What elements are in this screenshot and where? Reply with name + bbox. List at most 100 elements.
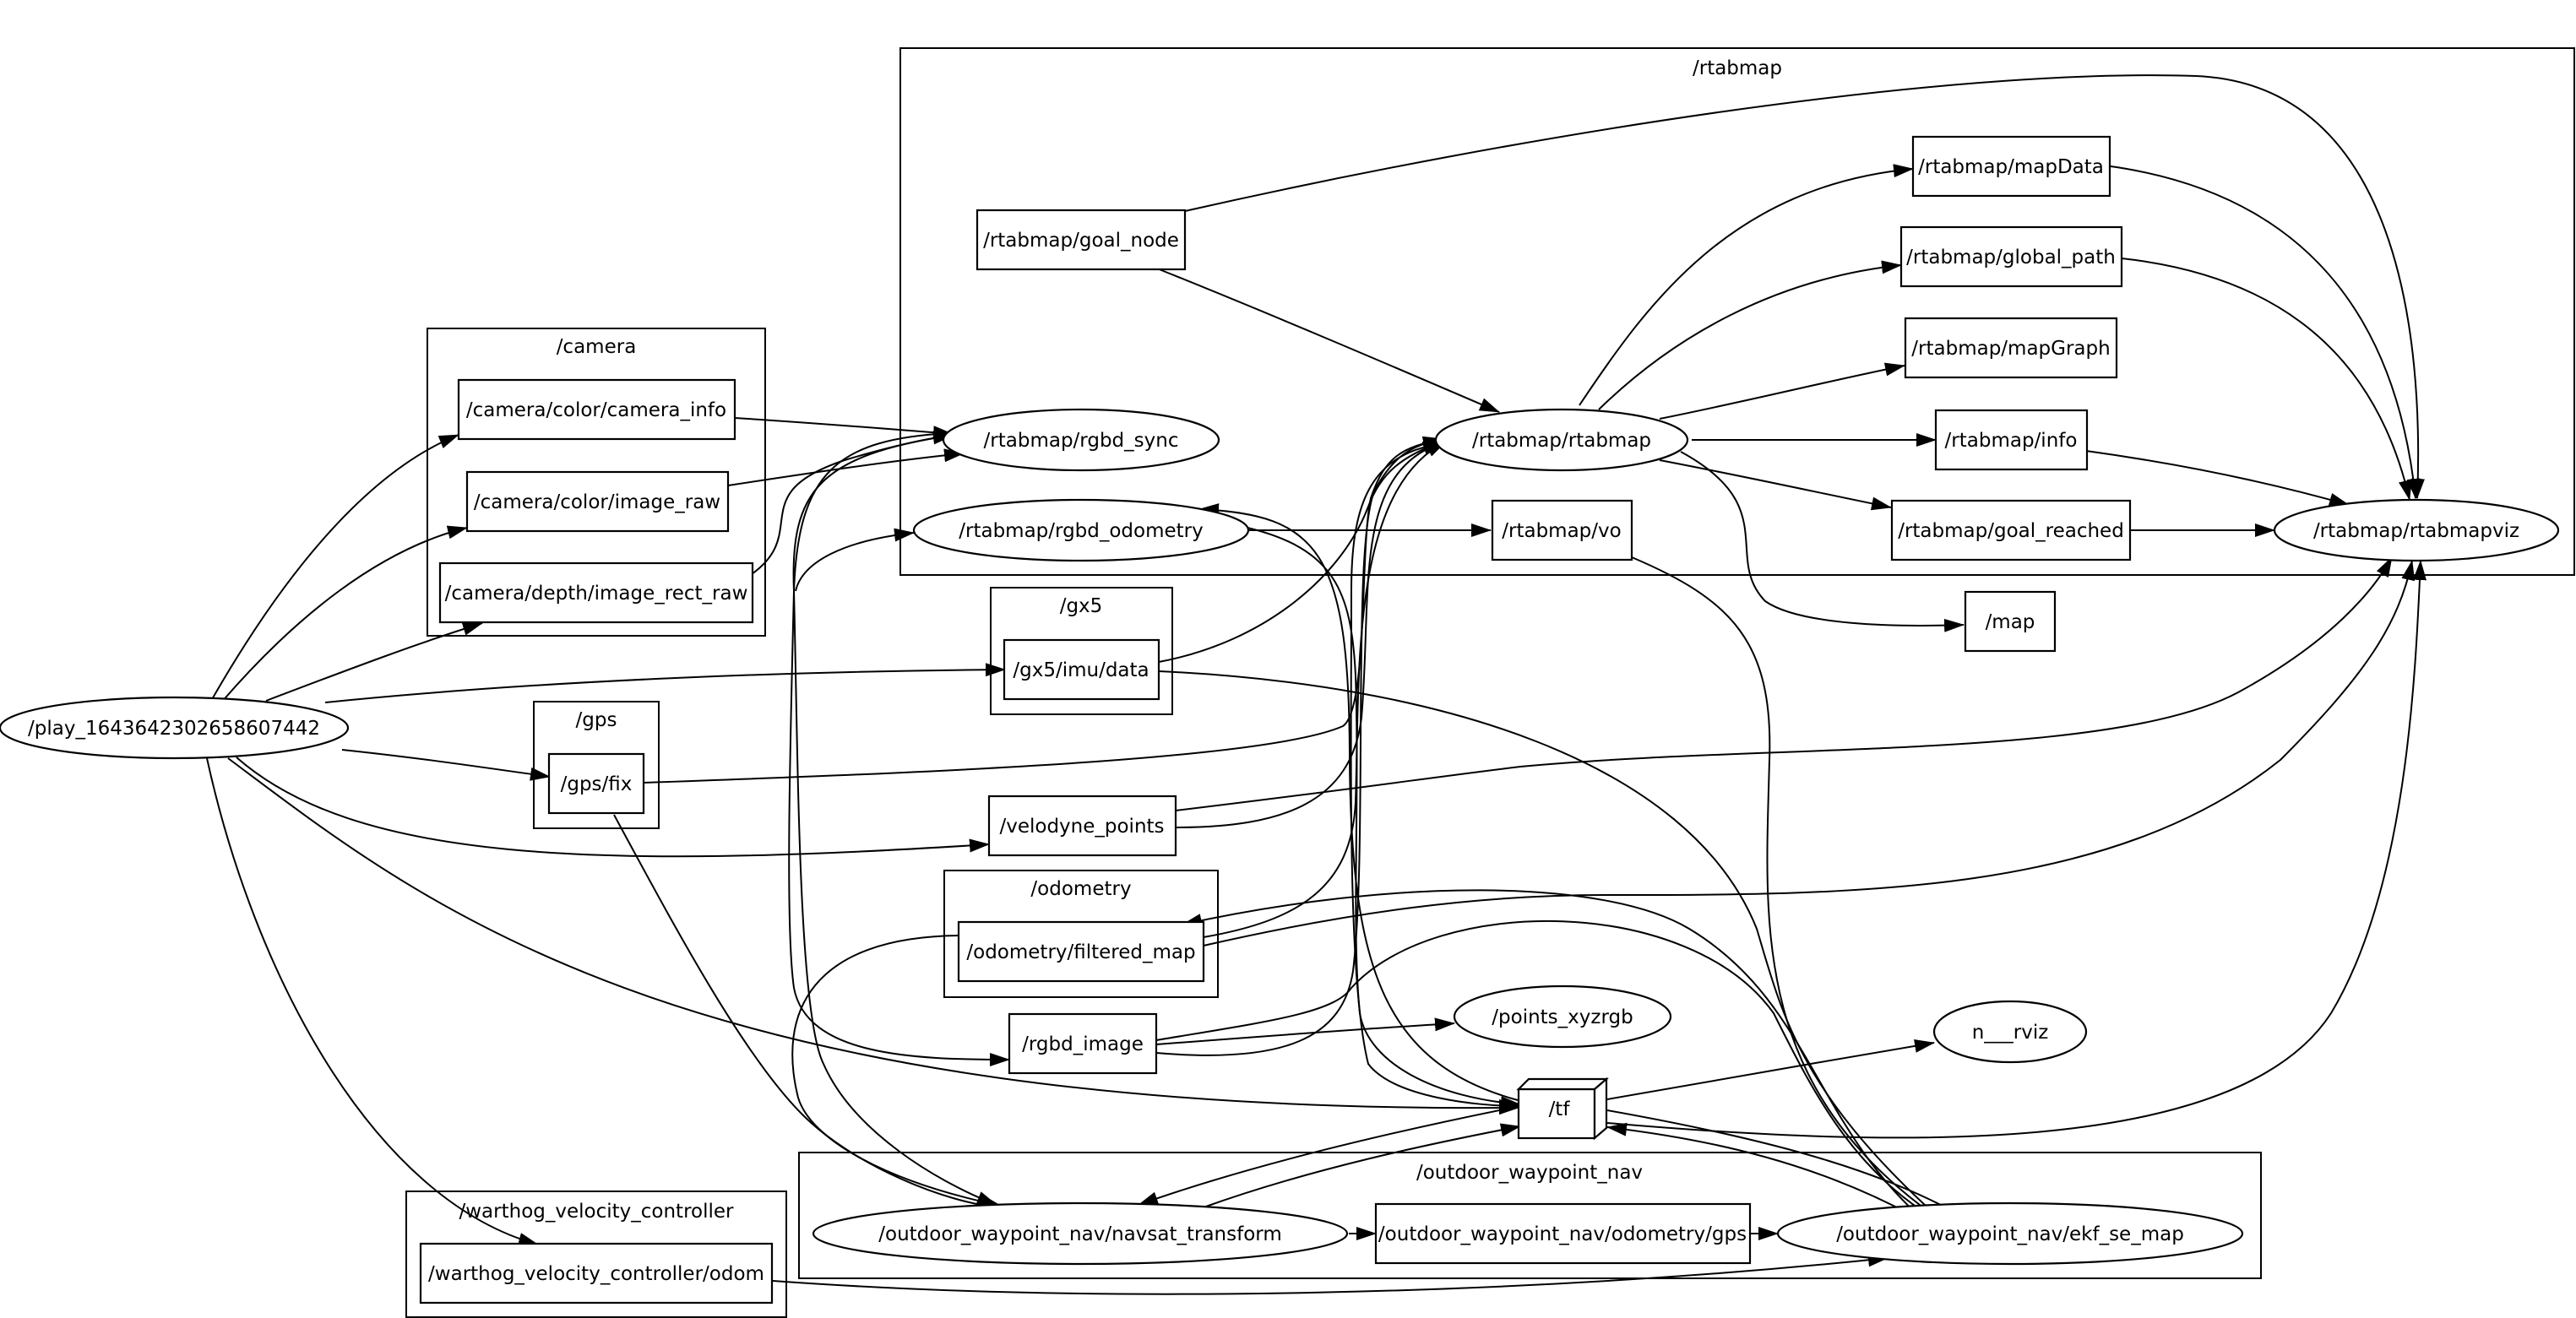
edge-play-gps-fix (341, 749, 551, 781)
edge-gx5-imu-rtabmap (1158, 441, 1443, 663)
node-rgbd-sync[interactable]: /rtabmap/rgbd_sync (942, 408, 1220, 472)
node-rgbd-image[interactable]: /rgbd_image (1008, 1012, 1158, 1075)
node-mapdata-label: /rtabmap/mapData (1918, 156, 2104, 178)
edge-info-rtabmapviz (2085, 450, 2350, 507)
edge-velodyne-rtabmapviz (1175, 556, 2393, 811)
edge-velodyne-rtabmap (1175, 442, 1443, 828)
node-global-path[interactable]: /rtabmap/global_path (1899, 225, 2123, 288)
node-points-xyzrgb[interactable]: /points_xyzrgb (1453, 984, 1672, 1049)
node-navsat-transform[interactable]: /outdoor_waypoint_nav/navsat_transform (812, 1201, 1349, 1266)
edge-depth-rgbd-sync (751, 431, 954, 575)
edge-rgbd-sync-navsat (792, 434, 997, 1206)
edge-play-depth-image (265, 622, 483, 702)
node-map-label: /map (1986, 611, 2035, 633)
edge-tf-navsat (1138, 1105, 1521, 1206)
node-rtabmapviz-label: /rtabmap/rtabmapviz (2313, 520, 2519, 542)
node-mapdata[interactable]: /rtabmap/mapData (1911, 135, 2111, 198)
edge-rtabmap-tf (1350, 443, 1519, 1113)
node-play[interactable]: /play_1643642302658607442 (0, 696, 350, 760)
node-warthog-odom[interactable]: /warthog_velocity_controller/odom (419, 1242, 774, 1304)
node-camera-info[interactable]: /camera/color/camera_info (457, 378, 736, 441)
edge-tf-n-rviz (1606, 1039, 1935, 1100)
node-global-path-label: /rtabmap/global_path (1906, 247, 2116, 268)
node-ekf-se-map[interactable]: /outdoor_waypoint_nav/ekf_se_map (1776, 1201, 2244, 1266)
edge-rtabmap-goal-reached (1659, 459, 1892, 511)
node-rgbd-image-label: /rgbd_image (1022, 1033, 1144, 1055)
node-rtabmap-rtabmap[interactable]: /rtabmap/rtabmap (1434, 408, 1689, 472)
edge-mapdata-rtabmapviz (2104, 165, 2421, 499)
edge-rgbd-image-rtabmap (1155, 436, 1443, 1056)
edge-rgbd-sync-rgbd-image (788, 432, 1010, 1066)
node-rtabmap-rtabmap-label: /rtabmap/rtabmap (1472, 430, 1651, 452)
node-velodyne-points[interactable]: /velodyne_points (987, 795, 1177, 857)
edge-gps-fix-navsat (613, 814, 1001, 1213)
node-rtabmap-vo-label: /rtabmap/vo (1502, 520, 1621, 542)
node-navsat-transform-label: /outdoor_waypoint_nav/navsat_transform (878, 1223, 1281, 1245)
edge-play-tf (227, 757, 1519, 1115)
cluster-rtabmap-label: /rtabmap (1693, 57, 1782, 79)
edge-rtabmap-map (1680, 451, 1965, 632)
edge-rgbd-sync-rgbd-odometry (795, 528, 915, 592)
edges (206, 74, 2427, 1295)
node-map[interactable]: /map (1964, 590, 2057, 653)
node-points-xyzrgb-label: /points_xyzrgb (1492, 1006, 1633, 1028)
node-image-raw[interactable]: /camera/color/image_raw (465, 470, 730, 533)
node-info-label: /rtabmap/info (1945, 430, 2078, 452)
edge-play-gx5-imu (324, 663, 1006, 703)
cluster-gps-label: /gps (576, 709, 617, 731)
node-goal-reached[interactable]: /rtabmap/goal_reached (1890, 499, 2132, 561)
cluster-camera-label: /camera (557, 336, 637, 358)
node-rtabmapviz[interactable]: /rtabmap/rtabmapviz (2273, 498, 2560, 562)
node-rgbd-odometry[interactable]: /rtabmap/rgbd_odometry (912, 498, 1250, 562)
node-n-rviz[interactable]: n___rviz (1932, 1000, 2088, 1064)
cluster-odometry-label: /odometry (1030, 878, 1131, 900)
edge-rtabmap-mapgraph (1659, 362, 1905, 420)
node-mapgraph[interactable]: /rtabmap/mapGraph (1904, 317, 2118, 379)
cluster-warthog-velocity-controller-label: /warthog_velocity_controller (459, 1201, 735, 1223)
node-odometry-gps[interactable]: /outdoor_waypoint_nav/odometry/gps (1374, 1202, 1752, 1265)
cluster-gx5: /gx5 (990, 587, 1173, 715)
nodes: /play_1643642302658607442 /camera/color/… (0, 135, 2560, 1304)
edge-play-image-raw (220, 525, 468, 703)
edge-rgbd-image-ekf (1155, 919, 1960, 1234)
node-tf[interactable]: /tf (1516, 1077, 1609, 1141)
edge-image-raw-rgbd-sync (727, 448, 965, 486)
edge-goal-node-rtabmapviz (1184, 74, 2425, 499)
cluster-gps: /gps (533, 701, 660, 829)
edge-tf-rtabmapviz (1606, 560, 2427, 1139)
node-camera-info-label: /camera/color/camera_info (466, 399, 726, 421)
edge-global-path-rtabmapviz (2121, 258, 2412, 501)
node-filtered-map[interactable]: /odometry/filtered_map (957, 920, 1205, 983)
node-rtabmap-vo[interactable]: /rtabmap/vo (1491, 499, 1633, 561)
node-goal-node-label: /rtabmap/goal_node (983, 230, 1179, 252)
node-warthog-odom-label: /warthog_velocity_controller/odom (428, 1263, 764, 1285)
node-ekf-se-map-label: /outdoor_waypoint_nav/ekf_se_map (1836, 1223, 2184, 1245)
edge-ekf-filtered-map (1182, 889, 1943, 1236)
edge-vo-ekf (1631, 556, 1960, 1234)
node-goal-node[interactable]: /rtabmap/goal_node (976, 209, 1187, 271)
cluster-camera: /camera (427, 328, 766, 637)
node-depth-image[interactable]: /camera/depth/image_rect_raw (438, 561, 754, 624)
node-gps-fix-label: /gps/fix (561, 773, 633, 795)
edge-rgbd-odometry-rtabmap (1247, 527, 1521, 1110)
node-gx5-imu[interactable]: /gx5/imu/data (1003, 638, 1160, 701)
edge-rtabmap-mapdata (1579, 164, 1914, 406)
edge-navsat-tf (1203, 1123, 1521, 1208)
node-rgbd-sync-label: /rtabmap/rgbd_sync (984, 430, 1179, 452)
edge-ekf-tf (1606, 1122, 1914, 1217)
node-mapgraph-label: /rtabmap/mapGraph (1911, 338, 2110, 360)
edge-camera-info-rgbd-sync (734, 417, 954, 440)
node-info[interactable]: /rtabmap/info (1934, 409, 2089, 471)
cluster-warthog-velocity-controller: /warthog_velocity_controller (405, 1191, 787, 1318)
cluster-outdoor-waypoint-nav: /outdoor_waypoint_nav (798, 1152, 2262, 1279)
node-play-label: /play_1643642302658607442 (28, 718, 320, 740)
node-tf-label: /tf (1549, 1098, 1571, 1120)
node-image-raw-label: /camera/color/image_raw (474, 491, 720, 513)
edge-rtabmap-global-path (1598, 260, 1902, 410)
node-gps-fix[interactable]: /gps/fix (547, 752, 645, 815)
edge-goal-node-rtabmap (1156, 268, 1500, 413)
cluster-odometry: /odometry (943, 870, 1219, 998)
cluster-outdoor-waypoint-nav-label: /outdoor_waypoint_nav (1416, 1162, 1643, 1184)
node-filtered-map-label: /odometry/filtered_map (966, 941, 1195, 963)
